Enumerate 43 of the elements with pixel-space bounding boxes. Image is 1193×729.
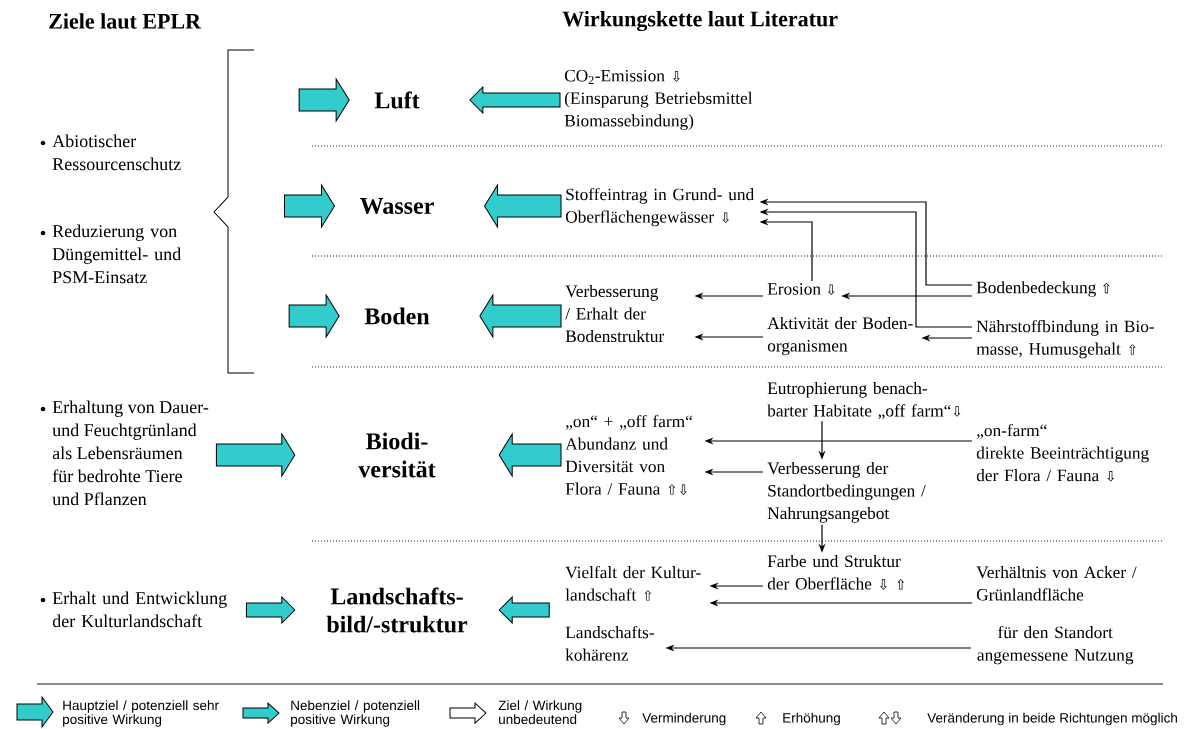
category-label: Boden [364,307,430,325]
effect-text: Verbesserung der Standortbedingungen / Nahrungsangebot [767,461,926,523]
goal-text: Erhaltung von Dauer- und Feuchtgrünland als Lebensräumen für bedrohte Tiere und Pflanzen [52,400,209,506]
block-arrow [215,433,296,477]
category-label: Luft [374,91,420,109]
effect-text: Bodenbedeckung ⇧ [976,281,1110,297]
goal-text: Abiotischer Ressourcenschutz [52,134,181,171]
effect-text: Farbe und Struktur der Oberfläche ⇩ ⇧ [767,554,905,590]
effect-text: Aktivität der Boden-organismen [767,316,913,356]
effect-text: Nährstoffbindung in Bio-masse, Humusgehalt ⇧ [976,319,1154,359]
effect-text: „on-farm“ direkte Beeinträchtigung der Flora / Fauna ⇩ [976,423,1149,482]
effect-text: Stoffeintrag in Grund- und Oberflächengewässer ⇩ [565,187,754,227]
legend-text: Erhöhung [783,712,840,726]
category-label: Wasser [360,197,434,215]
column-heading: Ziele laut EPLR [49,13,202,29]
legend-text: Hauptziel / potenziell sehr positive Wirkung [63,700,219,727]
effect-text: Landschafts-kohärenz [565,625,654,661]
block-arrow [245,596,296,624]
block-arrow [284,184,335,228]
block-arrow [469,86,561,114]
effect-text: Verhältnis von Acker / Grünlandfläche [976,565,1137,601]
goal-text: Reduzierung von Düngemittel- und PSM-Einsatz [52,224,181,284]
block-arrow [288,294,340,338]
effect-text: Vielfalt der Kultur-landschaft ⇧ [565,565,701,601]
effect-text: Verbesserung / Erhalt der Bodenstruktur [565,284,665,343]
effect-text: „on“ + „off farm“ Abundanz und Diversität von Flora / Fauna ⇧⇩ [565,414,693,495]
legend-text: Verminderung [642,712,726,726]
block-arrow [298,78,350,122]
block-arrow [498,596,550,624]
effect-text: Eutrophierung benach-barter Habitate „off farm“⇩ [767,381,961,420]
effect-text: Erosion ⇩ [767,283,835,295]
effect-text: für den Standort angemessene Nutzung [977,625,1134,665]
legend-text: Ziel / Wirkung unbedeutend [498,700,582,725]
block-arrow [498,433,562,477]
category-label: Landschafts-bild/-struktur [326,587,468,633]
category-label: Biodi-versität [358,432,436,478]
goal-text: Erhalt und Entwicklung der Kulturlandschaft [52,591,227,628]
column-heading: Wirkungskette laut Literatur [562,10,838,32]
block-arrow [484,184,562,228]
legend-text: Nebenziel / potenziell positive Wirkung [291,700,420,727]
block-arrow [479,294,562,338]
effect-text: CO$_{2}$-Emission ⇩ (Einsparung Betriebsmittel Biomassebindung) [564,69,753,131]
legend-text: Veränderung in beide Richtungen möglich [927,712,1177,726]
